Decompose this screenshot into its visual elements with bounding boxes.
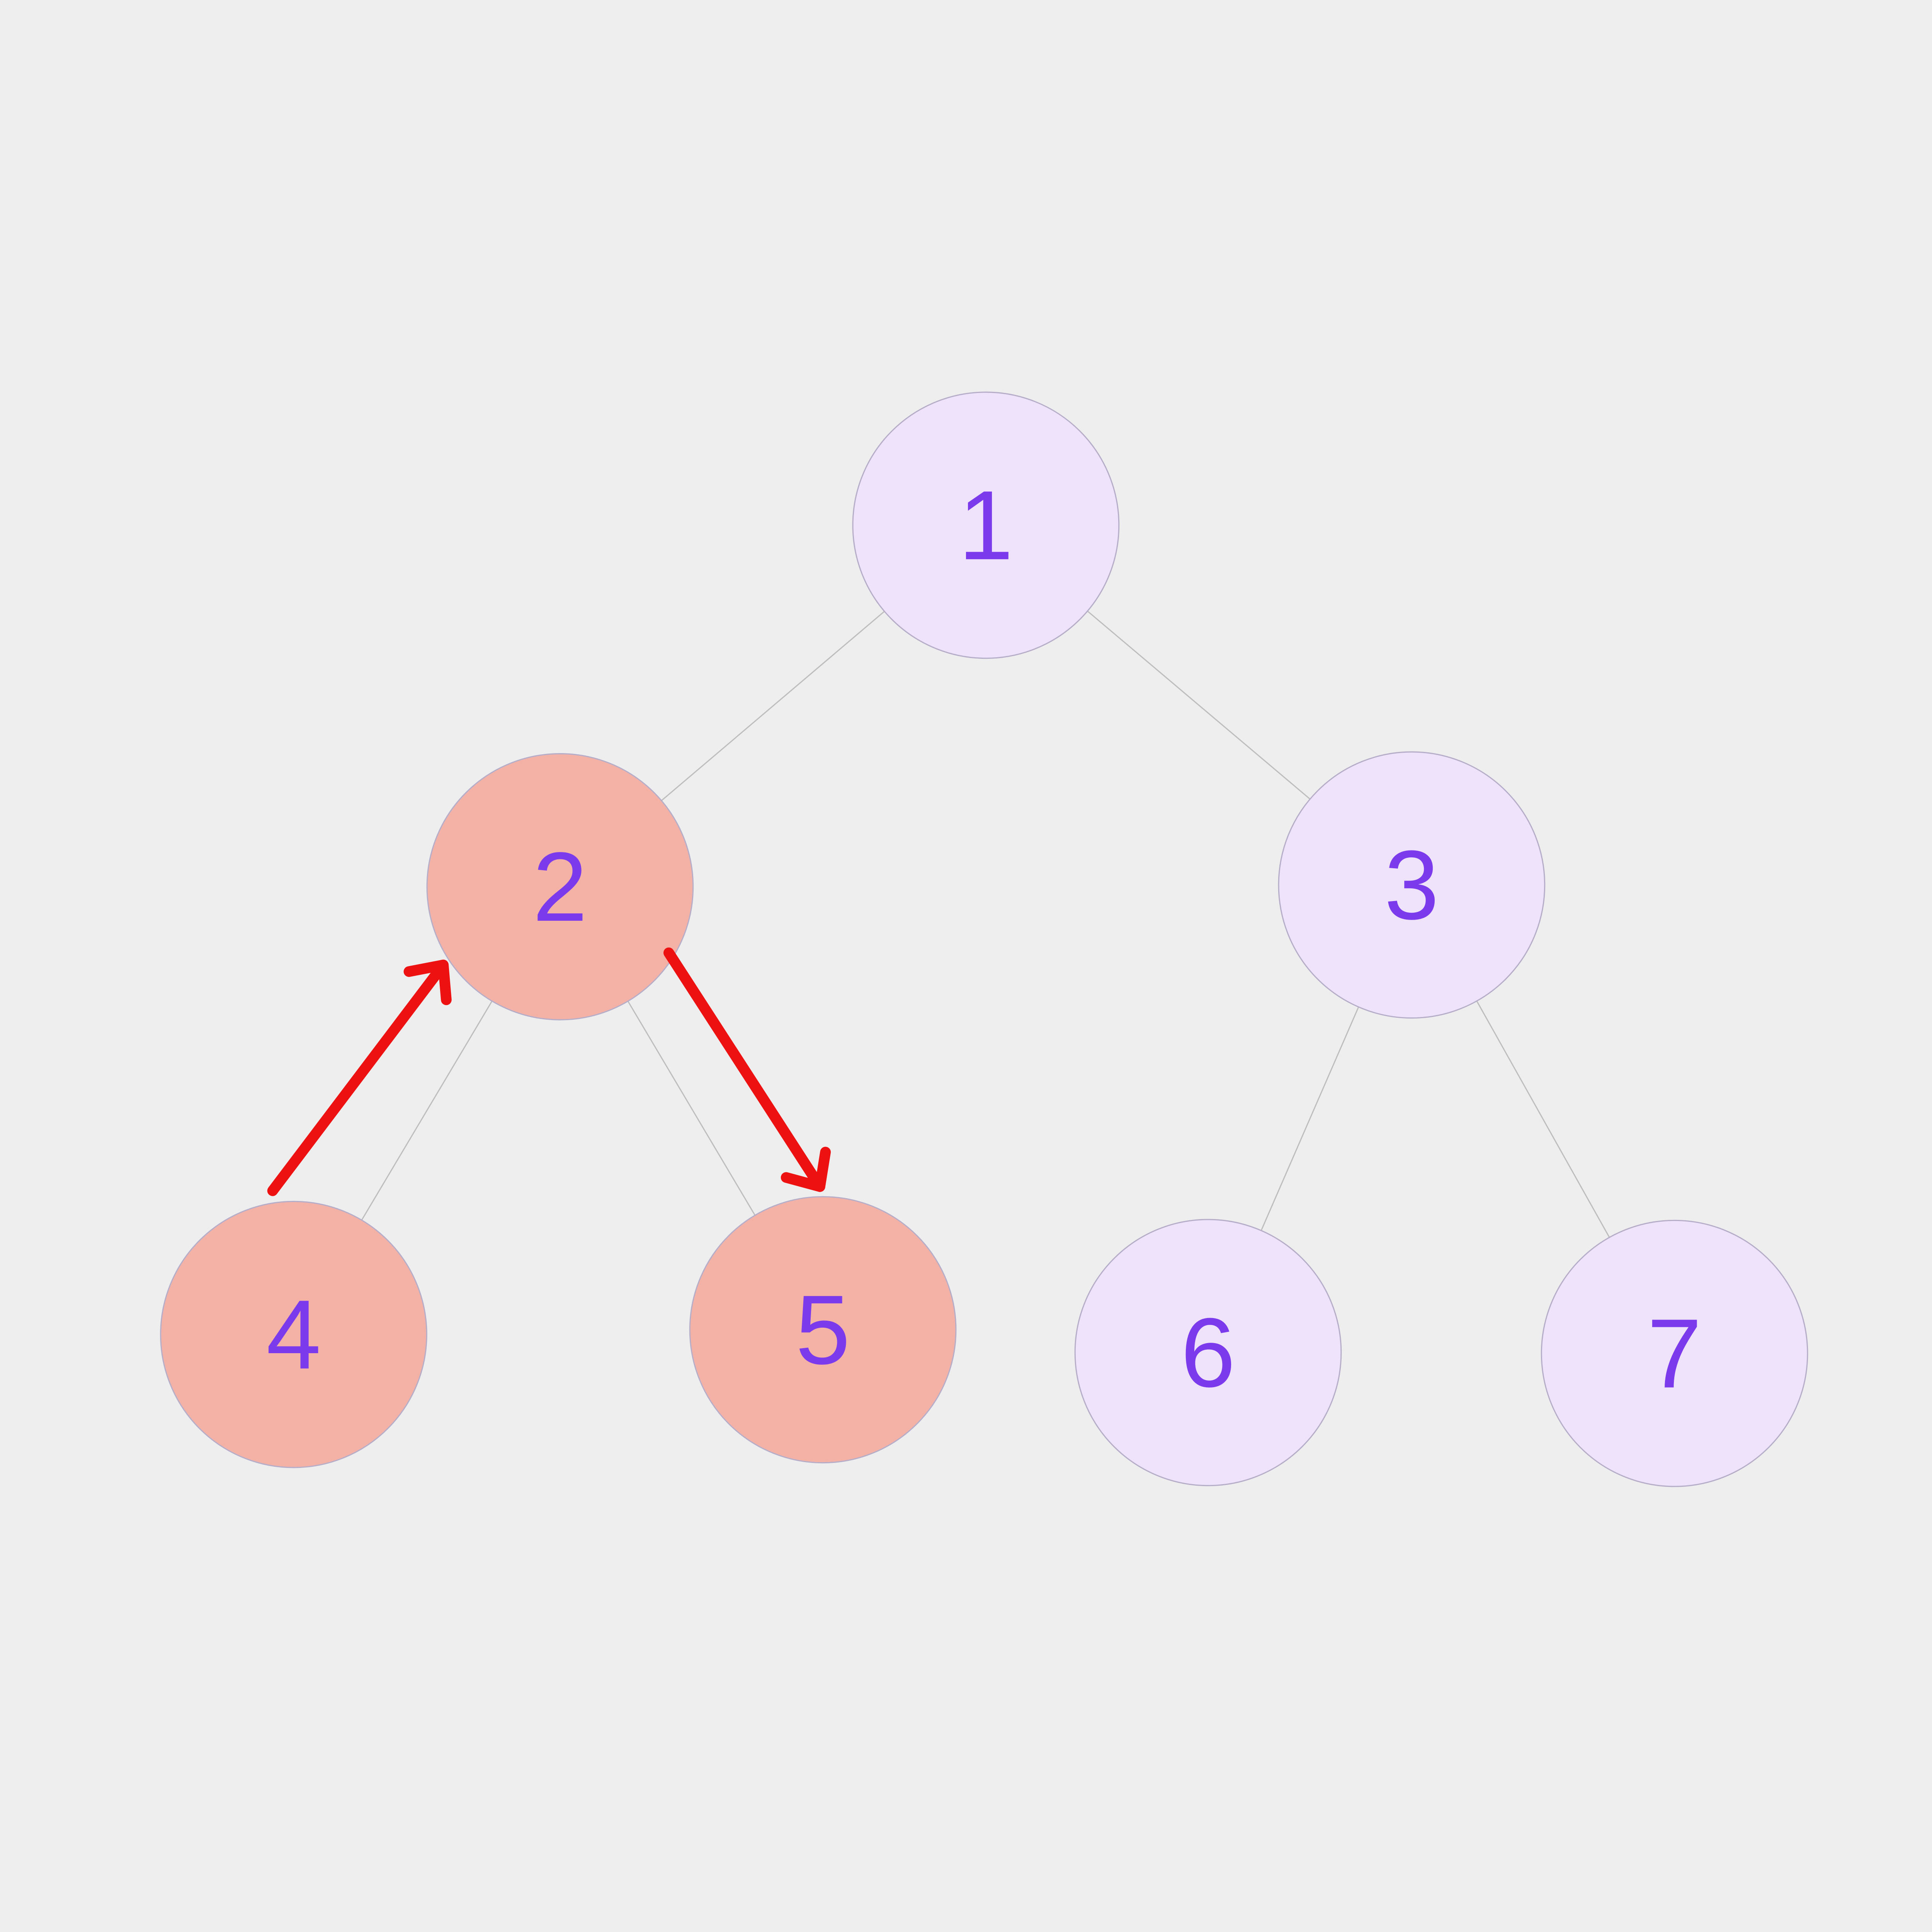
traversal-arrow-2-to-5 xyxy=(663,947,831,1192)
tree-node-6: 6 xyxy=(1074,1219,1342,1486)
tree-node-7: 7 xyxy=(1541,1219,1808,1487)
tree-node-4: 4 xyxy=(160,1201,427,1468)
traversal-arrowhead-icon xyxy=(781,1146,831,1192)
tree-node-5-circle xyxy=(689,1196,957,1464)
tree-node-1-circle xyxy=(852,391,1120,659)
tree-node-6-circle xyxy=(1074,1219,1342,1486)
traversal-arrow-4-to-2 xyxy=(267,959,452,1196)
tree-node-4-circle xyxy=(160,1201,427,1468)
tree-node-3: 3 xyxy=(1278,751,1546,1019)
tree-node-2: 2 xyxy=(426,753,694,1020)
tree-node-3-circle xyxy=(1278,751,1546,1019)
tree-node-5: 5 xyxy=(689,1196,957,1464)
tree-node-2-circle xyxy=(426,753,694,1020)
tree-node-1: 1 xyxy=(852,391,1120,659)
traversal-arrowhead-icon xyxy=(403,959,452,1005)
traversal-arrows-layer xyxy=(267,947,831,1196)
traversal-arrow-shaft xyxy=(267,959,449,1196)
traversal-arrow-shaft xyxy=(663,947,825,1192)
tree-node-7-circle xyxy=(1541,1219,1808,1487)
